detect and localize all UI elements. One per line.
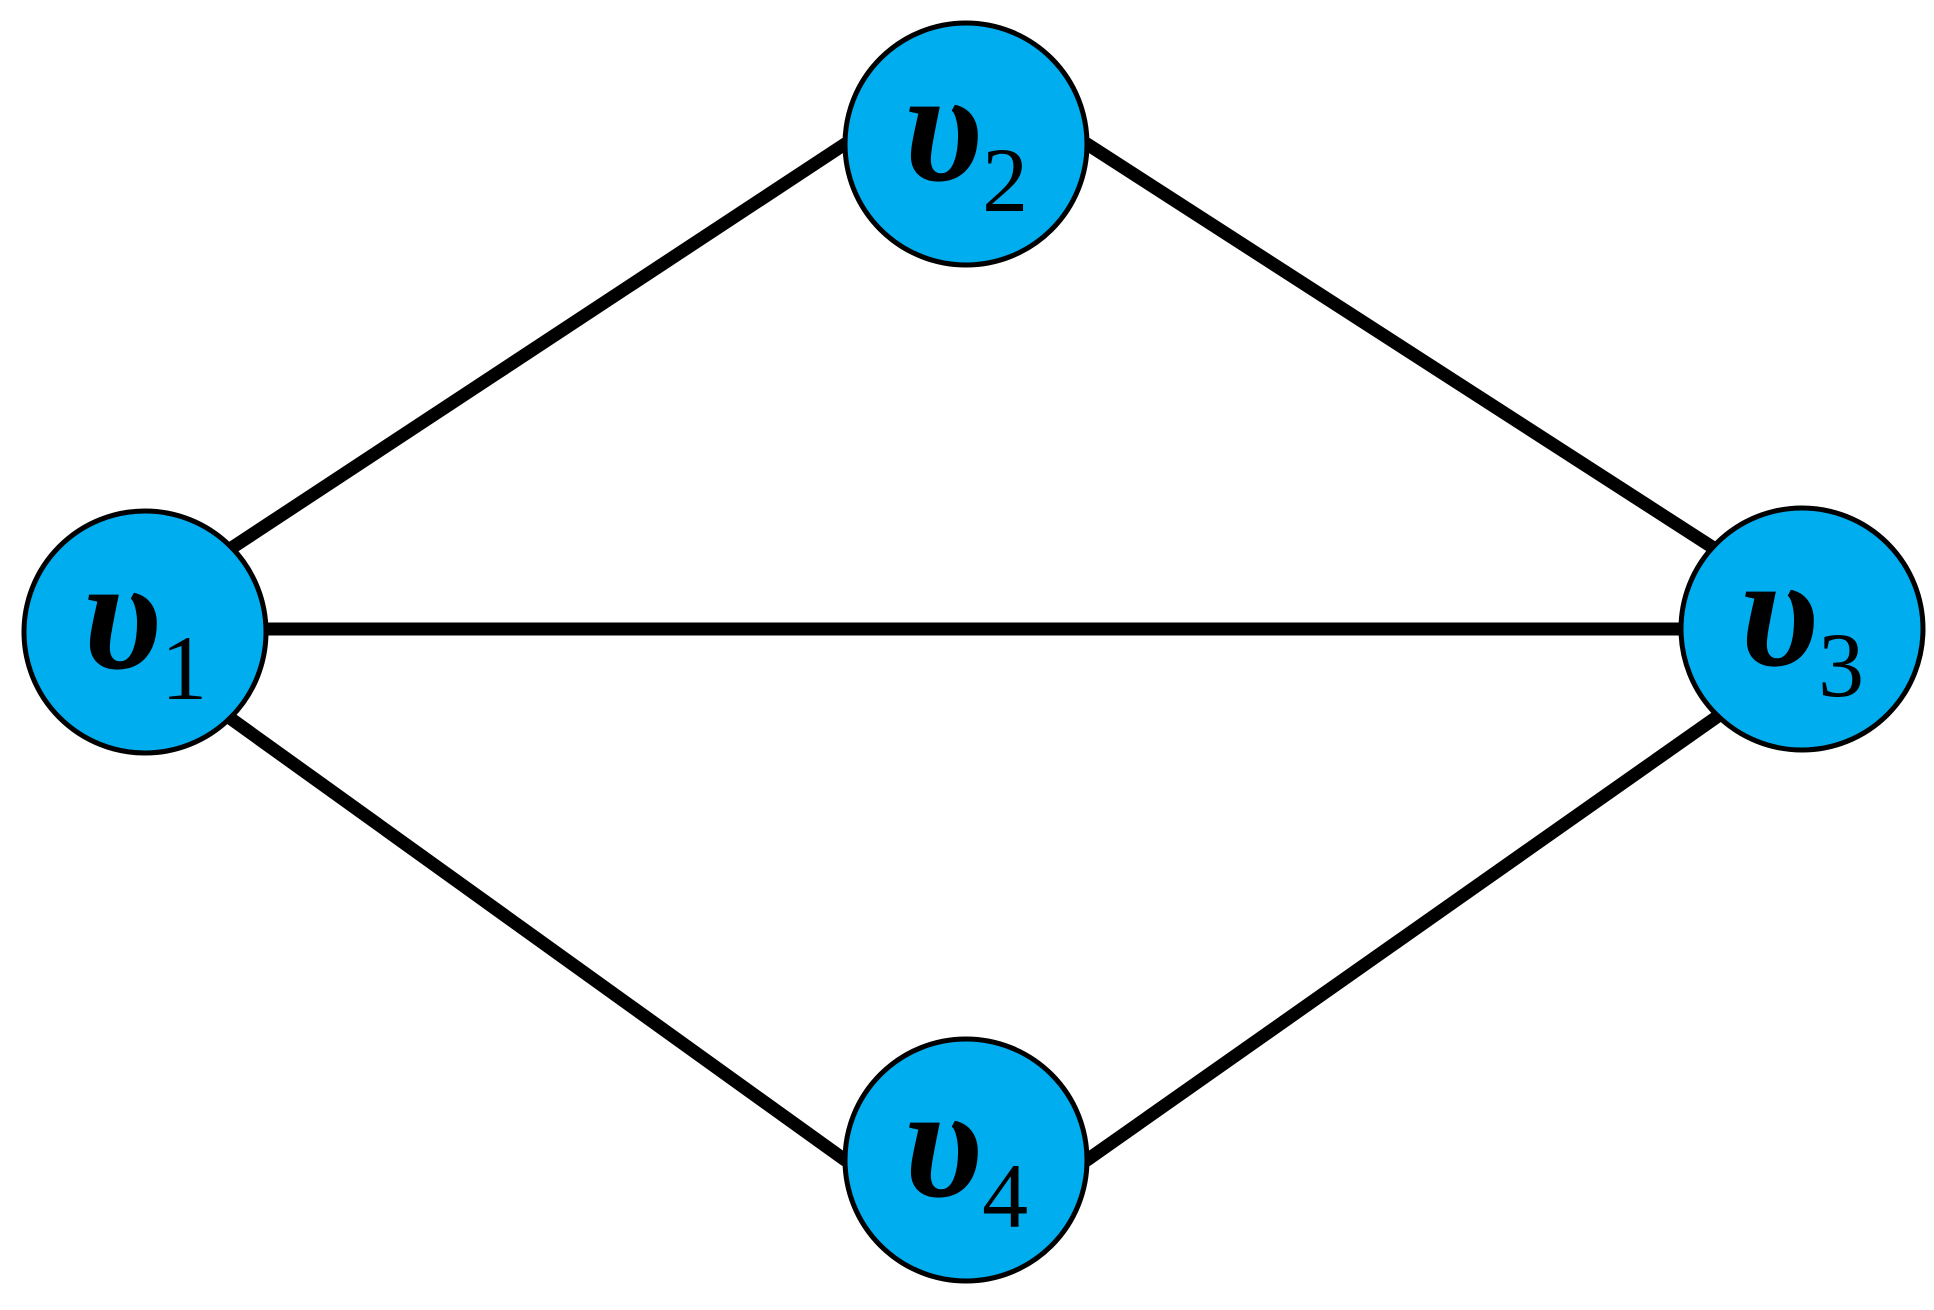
node-v1: υ1: [21, 508, 269, 756]
node-label-v4: υ4: [904, 1053, 1028, 1247]
edge-v2-v3: [1080, 137, 1809, 612]
node-circle-v1: [21, 508, 269, 756]
edge-v4-v3: [1080, 650, 1809, 1167]
node-circle-v3: [1678, 505, 1926, 753]
node-label-subscript-v2: 2: [982, 129, 1028, 231]
node-label-main-v1: υ: [83, 525, 161, 703]
edge-v1-v4: [138, 650, 852, 1167]
node-v2: υ2: [842, 20, 1090, 268]
edge-v1-v2: [138, 137, 852, 612]
node-v3: υ3: [1678, 505, 1926, 753]
node-label-main-v3: υ: [1740, 522, 1818, 700]
node-label-v1: υ1: [83, 525, 207, 719]
node-label-subscript-v4: 4: [982, 1145, 1028, 1247]
node-label-subscript-v3: 3: [1818, 614, 1864, 716]
node-v4: υ4: [842, 1036, 1090, 1284]
node-label-v3: υ3: [1740, 522, 1864, 716]
node-circle-v2: [842, 20, 1090, 268]
node-label-v2: υ2: [904, 37, 1028, 231]
node-circle-v4: [842, 1036, 1090, 1284]
node-label-main-v4: υ: [904, 1053, 982, 1231]
node-label-subscript-v1: 1: [161, 617, 207, 719]
node-label-main-v2: υ: [904, 37, 982, 215]
edges-layer: [138, 137, 1809, 1167]
